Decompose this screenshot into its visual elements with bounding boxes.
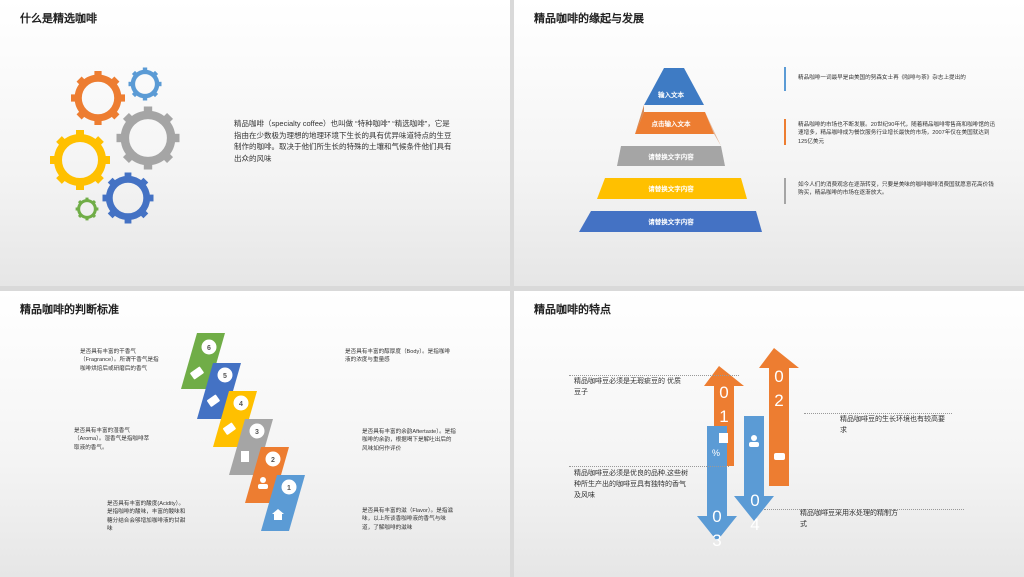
criterion-aftertaste: 是否具有丰富的余韵Aftertaste）。是指咖啡的余韵，根据喝下是解吐出后的风… — [362, 429, 456, 452]
number-03-bottom: 3 — [712, 531, 721, 550]
tier-label-2: 点击输入文本 — [652, 119, 692, 128]
blue-small-gear-icon — [129, 68, 162, 101]
note-bar-1 — [784, 67, 786, 91]
car-icon — [774, 453, 785, 460]
note-2: 精品咖啡的市场也不断发展。20世纪90年代，随着精品咖啡零售商和咖啡馆的迅速增多… — [798, 122, 996, 145]
note-bar-2 — [784, 119, 786, 145]
definition-text: 精品咖啡（specialty coffee）也叫做 “特种咖啡” “精选咖啡”，… — [234, 119, 452, 163]
building-icon — [719, 433, 728, 443]
leader-line-2 — [804, 413, 952, 414]
user-icon — [258, 477, 268, 489]
note-bar-3 — [784, 178, 786, 204]
number-01-top: 0 — [719, 383, 728, 402]
criterion-flavor: 是否具有丰富的滋（Flavor）。是指滋味，以上所谈香咖啡液的香气与味道，了解咖… — [362, 508, 454, 531]
criterion-fragrance: 是否具有丰富的干香气（Fragrance）。所谓干香气是指咖啡烘焙后或研磨后的香… — [80, 349, 159, 372]
number-04-top: 0 — [750, 491, 759, 510]
step-number-2: 2 — [271, 457, 275, 464]
slide-what-is-specialty-coffee[interactable]: 什么是精选咖啡 精品咖啡（specialty coffee）也叫做 “特种咖啡”… — [0, 0, 510, 286]
steps-diagram: 6 5 4 3 2 1 — [181, 333, 305, 531]
yellow-gear-icon — [50, 130, 110, 190]
tier-label-4: 请替换文字内容 — [648, 184, 694, 193]
pyramid-diagram: 输入文本 点击输入文本 请替换文字内容 请替换文字内容 请替换文字内容 — [579, 68, 762, 232]
gray-gear-icon — [117, 107, 180, 170]
percent-icon: % — [712, 448, 720, 458]
point-03: 精品咖啡豆必须是优良的品种,这些树种所生产出的咖啡豆具有独特的香气及风味 — [574, 470, 688, 499]
point-04: 精品咖啡豆采用水处理的精制方式 — [800, 510, 898, 528]
home-icon — [272, 509, 284, 520]
tag-icon — [207, 394, 220, 407]
arrow-02 — [759, 348, 799, 486]
step-number-6: 6 — [207, 345, 211, 352]
person-icon — [749, 435, 759, 447]
pyramid-tier-2 — [635, 112, 714, 134]
arrow-03 — [697, 426, 737, 541]
step-number-4: 4 — [239, 401, 243, 408]
number-02-bottom: 2 — [774, 391, 783, 410]
pyramid-tier-5 — [579, 211, 762, 232]
step-number-3: 3 — [255, 429, 259, 436]
ticket-icon — [190, 366, 204, 380]
tier-label-3: 请替换文字内容 — [648, 152, 694, 161]
slide-title: 什么是精选咖啡 — [20, 13, 97, 25]
green-gear-icon — [74, 196, 100, 222]
tier-label-5: 请替换文字内容 — [648, 217, 694, 226]
slide-title: 精品咖啡的缘起与发展 — [534, 13, 644, 25]
number-04-bottom: 4 — [750, 515, 759, 534]
arrows-diagram: 0 1 0 2 0 3 0 4 % — [697, 348, 799, 550]
pyramid-tier-1 — [644, 68, 704, 105]
slide-characteristics[interactable]: 精品咖啡的特点 0 1 0 2 0 3 0 4 % 精品咖啡豆必须是无瑕疵豆的 … — [514, 291, 1024, 577]
number-02-top: 0 — [774, 367, 783, 386]
point-01: 精品咖啡豆必须是无瑕疵豆的 优质豆子 — [574, 378, 681, 396]
slide-title: 精品咖啡的特点 — [534, 304, 611, 316]
card-icon — [223, 422, 236, 435]
orange-gear-icon — [71, 71, 125, 125]
criterion-acidity: 是否具有丰富的酸度(Acidity）。是指咖啡的酸味，丰富的酸味和糖分结合会够增… — [107, 501, 186, 533]
note-3: 如今人们的消费观念在逐渐转变，只要是美味的咖啡咖啡消费国就愿意花高价钱购买，精品… — [798, 182, 994, 197]
gears-illustration — [30, 50, 230, 250]
number-01-bottom: 1 — [719, 407, 728, 426]
criterion-body: 是否具有丰富的醇厚度（Body）。是指咖啡液的浓度与重量感 — [345, 349, 451, 364]
step-number-5: 5 — [223, 373, 227, 380]
blue-gear-icon — [103, 173, 154, 224]
criterion-aroma: 是否具有丰富的湿香气（Aroma）。湿香气是指咖啡萃取液的香气。 — [74, 428, 150, 451]
arrow-04 — [734, 416, 774, 521]
document-icon — [241, 451, 249, 462]
slide-title: 精品咖啡的判断标准 — [20, 304, 119, 316]
tier-label-1: 输入文本 — [658, 90, 685, 99]
pyramid-tier-4 — [597, 178, 747, 199]
point-02: 精品咖啡豆的生长环境也有较高要求 — [840, 416, 945, 434]
leader-line-1 — [569, 375, 739, 376]
pyramid-tier-3 — [617, 146, 725, 166]
note-1: 精品咖啡一词最早是由美国的努森女士再《咖啡与茶》杂志上提出的 — [798, 75, 966, 81]
leader-line-3 — [569, 466, 729, 467]
slide-judgment-criteria[interactable]: 精品咖啡的判断标准 6 5 4 3 2 1 — [0, 291, 510, 577]
leader-line-4 — [764, 509, 964, 510]
slide-origin-development[interactable]: 精品咖啡的缘起与发展 输入文本 点击输入文本 请替换文字内容 请替换文字内容 请… — [514, 0, 1024, 286]
number-03-top: 0 — [712, 507, 721, 526]
step-number-1: 1 — [287, 485, 291, 492]
